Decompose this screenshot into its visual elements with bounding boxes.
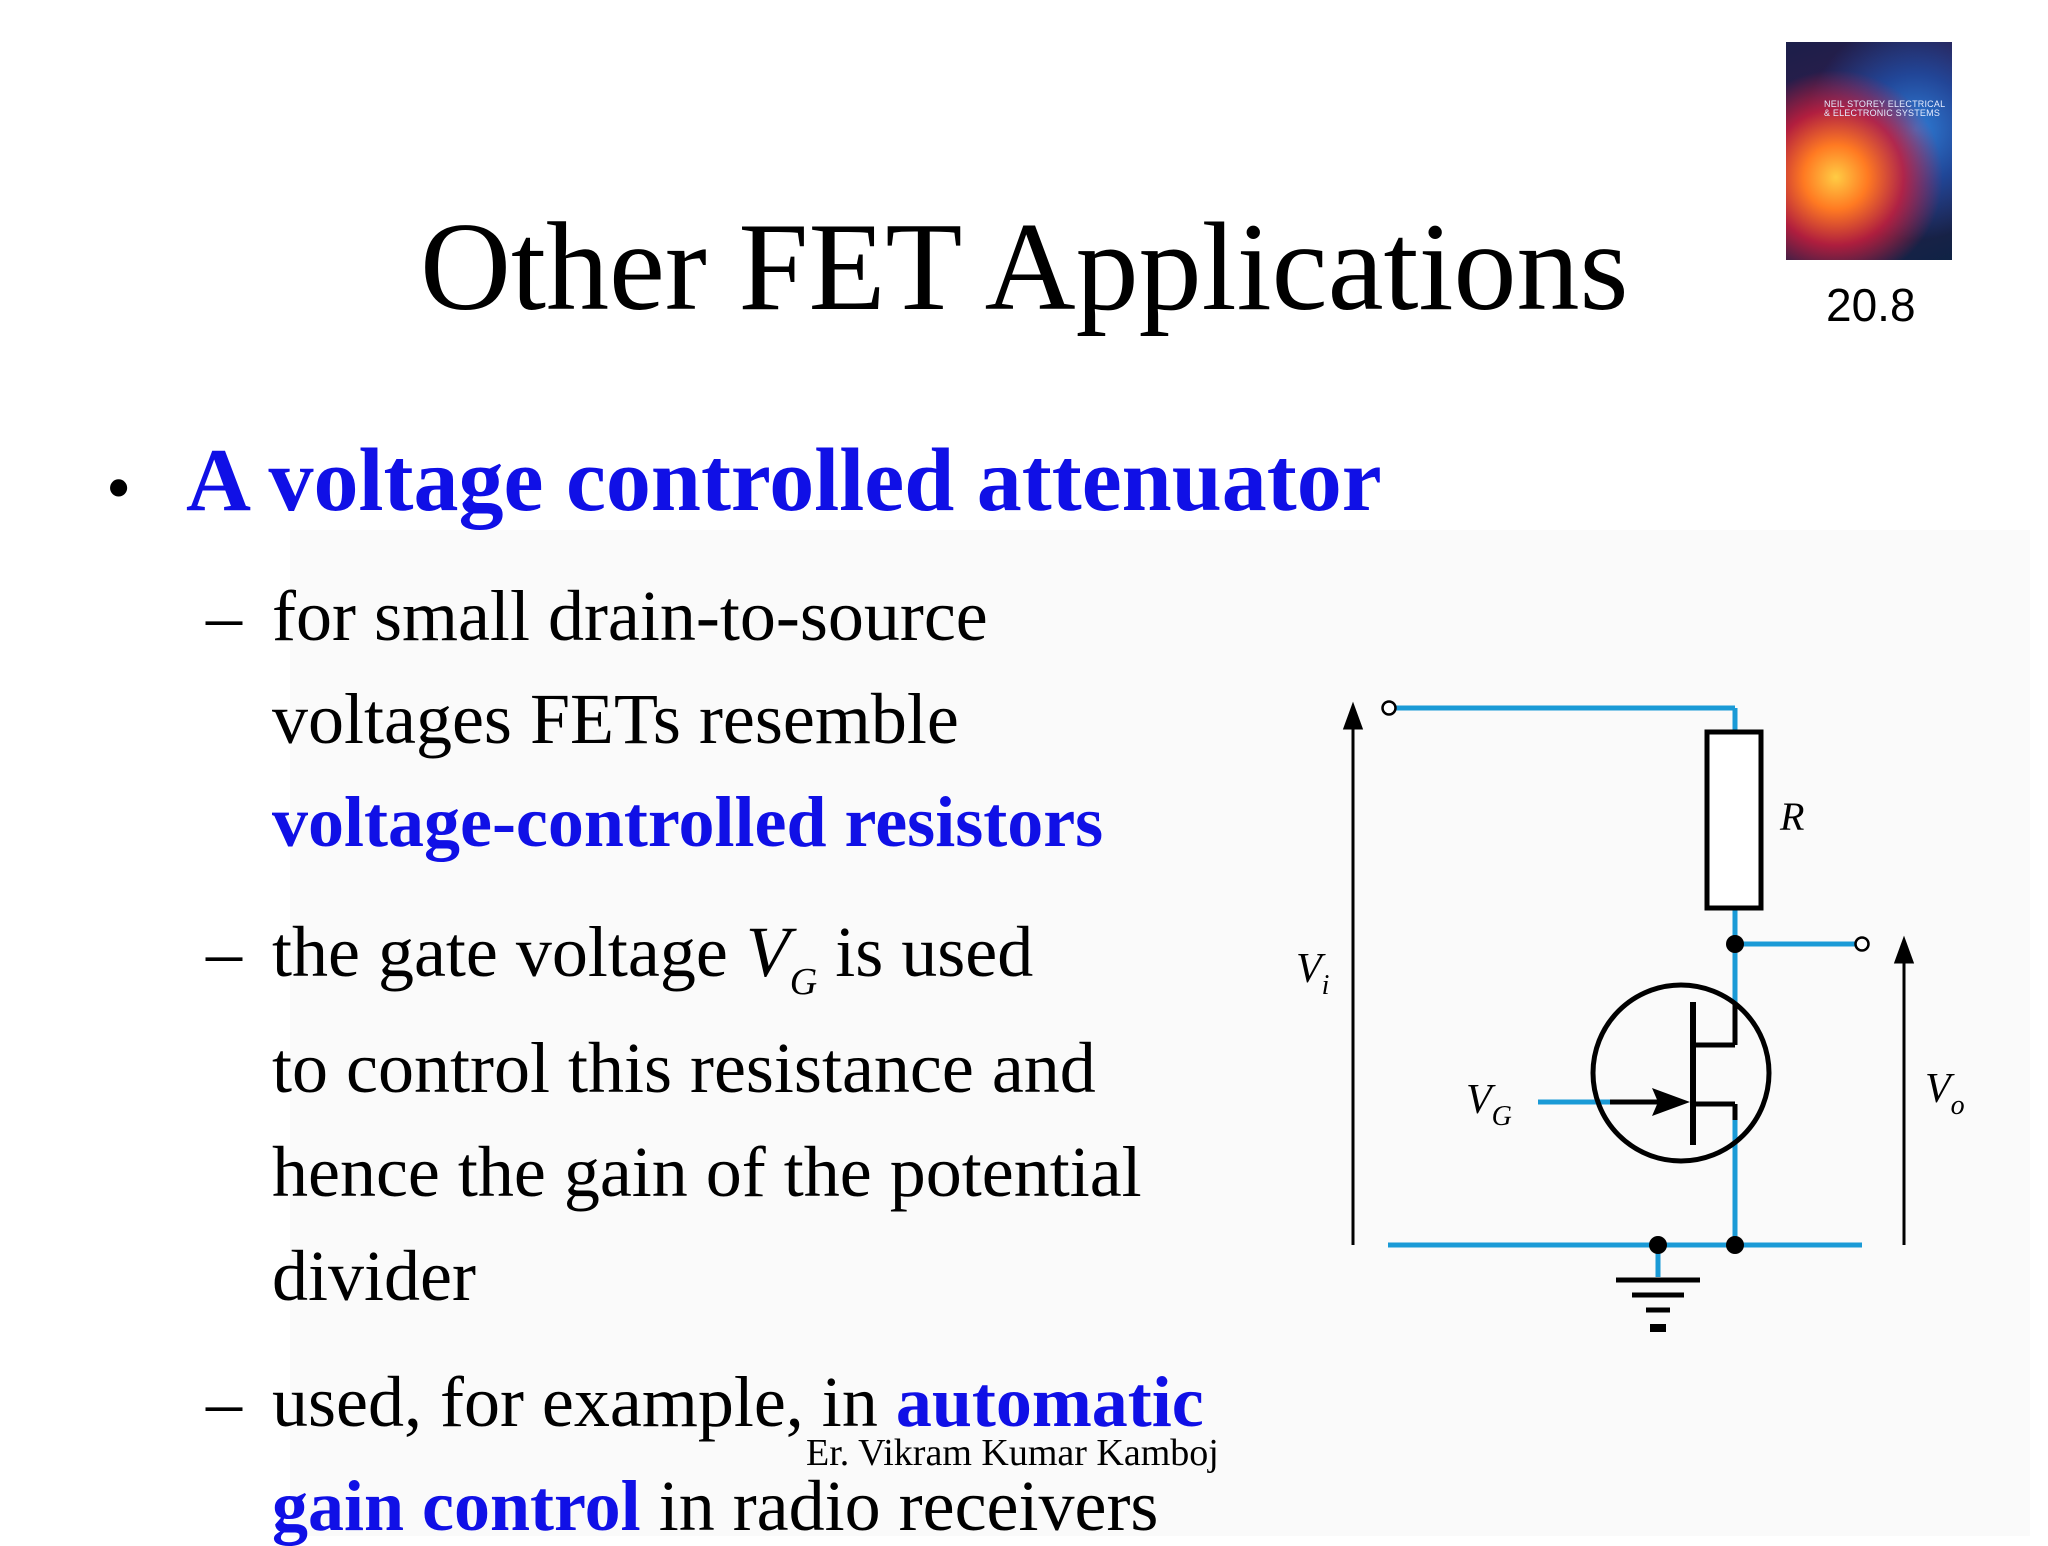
bullet-heading: A voltage controlled attenuator bbox=[186, 431, 1382, 530]
book-cover-image: NEIL STOREY ELECTRICAL & ELECTRONIC SYST… bbox=[1786, 42, 1952, 260]
vi-arrowhead-icon bbox=[1342, 701, 1364, 730]
item2-line4: divider bbox=[272, 1236, 476, 1316]
item2-line3: hence the gain of the potential bbox=[272, 1132, 1142, 1212]
item2-line1-pre: the gate voltage bbox=[272, 912, 746, 992]
output-terminal-icon bbox=[1854, 936, 1870, 952]
item1-line2: voltages FETs resemble bbox=[272, 679, 959, 759]
fet-transistor-icon bbox=[1590, 982, 1772, 1164]
resistor-icon bbox=[1704, 729, 1764, 911]
dash-icon: – bbox=[206, 1362, 242, 1442]
book-cover-caption: NEIL STOREY ELECTRICAL & ELECTRONIC SYST… bbox=[1824, 99, 1945, 118]
vi-label: Vi bbox=[1296, 946, 1329, 1001]
item3-line1-bold: automatic bbox=[895, 1362, 1204, 1442]
item3-line2: gain control in radio receivers bbox=[272, 1470, 1158, 1542]
ground-junction-icon bbox=[1649, 1236, 1667, 1254]
drain-junction-icon bbox=[1726, 935, 1744, 953]
resistor-label: R bbox=[1779, 794, 1804, 839]
item2-line1-post: is used bbox=[817, 912, 1034, 992]
bullet-dot-icon: • bbox=[106, 448, 132, 528]
attenuator-circuit-diagram: R Vi VG Vo bbox=[1296, 700, 1965, 1332]
item3-line2-post: in radio receivers bbox=[640, 1466, 1159, 1546]
vo-arrowhead-icon bbox=[1893, 935, 1915, 964]
item1-line3: voltage-controlled resistors bbox=[272, 782, 1104, 862]
vg-subscript: G bbox=[789, 961, 818, 1003]
dash-icon: – bbox=[206, 912, 242, 992]
footer-author: Er. Vikram Kumar Kamboj bbox=[806, 1432, 1219, 1474]
slide-title: Other FET Applications bbox=[420, 198, 1629, 337]
dash-icon: – bbox=[206, 576, 242, 656]
item2-line1: the gate voltage VG is used bbox=[272, 916, 1033, 1001]
vo-label: Vo bbox=[1925, 1066, 1965, 1121]
source-junction-icon bbox=[1726, 1236, 1744, 1254]
ground-icon bbox=[1616, 1277, 1700, 1332]
item2-line2: to control this resistance and bbox=[272, 1028, 1096, 1108]
item3-line1-pre: used, for example, in bbox=[272, 1362, 896, 1442]
item1-line1: for small drain-to-source bbox=[272, 576, 988, 656]
slide-number: 20.8 bbox=[1826, 279, 1916, 331]
vg-variable: V bbox=[745, 912, 790, 992]
item3-line2-bold: gain control bbox=[272, 1466, 641, 1546]
content-background bbox=[290, 530, 2030, 1536]
item3-line1: used, for example, in automatic bbox=[272, 1366, 1204, 1438]
input-terminal-icon bbox=[1381, 700, 1397, 716]
vg-label: VG bbox=[1466, 1077, 1512, 1132]
